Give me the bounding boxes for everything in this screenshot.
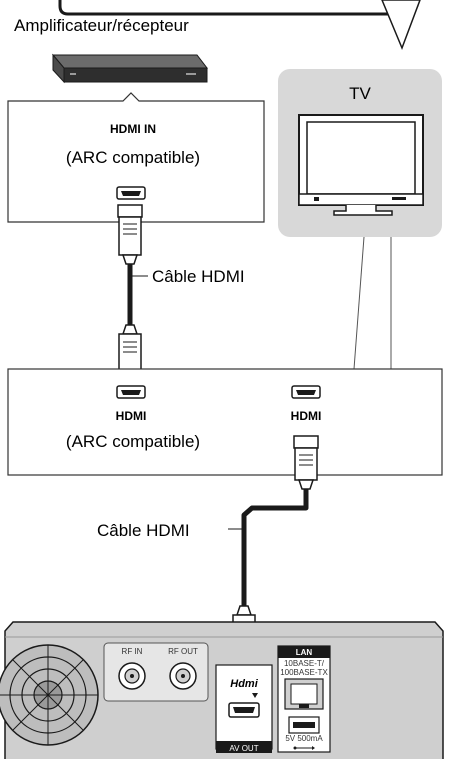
lan-spec-2: 100BASE-TX <box>280 668 328 677</box>
lan-title: LAN <box>296 648 313 657</box>
hdmi-port-right-icon <box>291 385 321 399</box>
lan-port-icon <box>284 678 324 710</box>
usb-symbol-icon <box>293 746 315 750</box>
amplifier-device-icon <box>51 53 209 84</box>
callout-line-left <box>353 236 365 370</box>
top-pointer <box>381 0 421 51</box>
arrow-down-icon <box>252 693 258 698</box>
rf-in-label: RF IN <box>122 647 143 656</box>
rf-out-connector-icon <box>169 662 197 690</box>
top-frame-edge <box>58 0 420 16</box>
middle-left-port-label: HDMI <box>116 409 147 423</box>
usb-port-icon <box>288 716 320 734</box>
middle-left-port-note: (ARC compatible) <box>66 432 200 451</box>
cable-bottom-label: Câble HDMI <box>97 521 190 540</box>
cable-top-label: Câble HDMI <box>152 267 245 286</box>
hdmi-logo-label: Hdmi <box>230 678 258 690</box>
av-out-label: AV OUT <box>229 744 258 753</box>
rf-out-label: RF OUT <box>168 647 198 656</box>
amplifier-port-note: (ARC compatible) <box>66 148 200 167</box>
middle-right-port-label: HDMI <box>291 409 322 423</box>
hdmi-port-left-icon <box>116 385 146 399</box>
av-out-panel <box>215 664 273 753</box>
tv-title: TV <box>349 84 371 103</box>
hdmi-cable-top <box>117 204 148 385</box>
amplifier-title: Amplificateur/récepteur <box>14 16 189 35</box>
middle-box <box>7 368 443 476</box>
lan-spec-1: 10BASE-T/ <box>284 659 325 668</box>
hdmi-port-icon <box>116 186 146 200</box>
fan-grille-icon <box>0 644 99 746</box>
usb-spec: 5V 500mA <box>285 734 323 743</box>
amplifier-port-label: HDMI IN <box>110 122 156 136</box>
rf-in-connector-icon <box>118 662 146 690</box>
tv-icon <box>298 114 424 216</box>
amplifier-box <box>7 92 265 223</box>
